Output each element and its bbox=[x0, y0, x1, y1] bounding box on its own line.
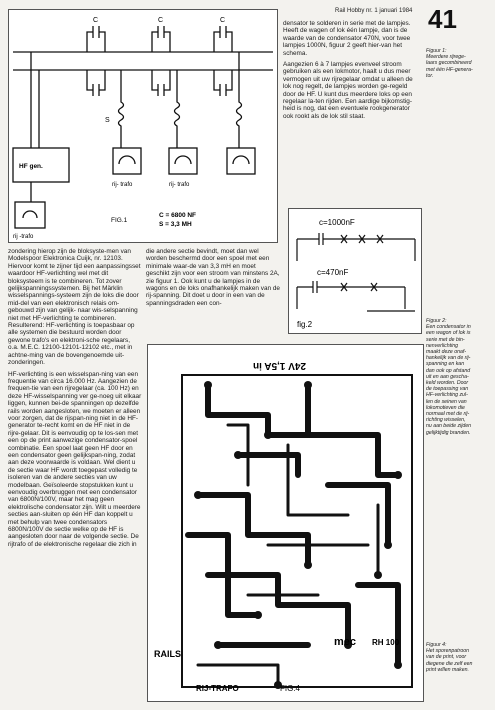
caption-line: diegene die zelf een bbox=[426, 660, 473, 667]
fig1-label-sval: S = 3,3 MH bbox=[159, 221, 192, 228]
figure-2-diagram: c=1000nF c=470nF fig.2 bbox=[288, 208, 422, 334]
caption-line: Meerdere rijrege- bbox=[426, 54, 466, 61]
figure-2-caption: Figuur 2: Een condensator in een wagon o… bbox=[426, 318, 492, 436]
fig2-label-c-bottom: c=470nF bbox=[317, 268, 348, 277]
caption-line: uit en aan gescha- bbox=[426, 373, 469, 380]
fig4-label-mec: mec bbox=[334, 636, 356, 648]
fig4-title: FIG.4 bbox=[280, 684, 301, 693]
text-column-3: densator te solderen in serie met de lam… bbox=[283, 20, 415, 124]
caption-line: serie met de bin- bbox=[426, 336, 465, 343]
caption-line: Figuur 2: bbox=[426, 318, 447, 324]
caption-line: nu aan beide zijden bbox=[426, 423, 471, 430]
caption-line: HF-verlichting zul- bbox=[426, 392, 468, 399]
caption-line: gelijktijdig branden. bbox=[426, 429, 471, 436]
fig1-label-trafo-3: rij -trafo bbox=[13, 234, 34, 240]
running-header: Rail Hobby nr. 1 januari 1984 bbox=[335, 8, 413, 14]
fig1-label-c1: C bbox=[93, 17, 98, 24]
figure-4-caption: Figuur 4: Het sporenpatroon van de print… bbox=[426, 642, 492, 673]
fig4-label-trafo: RIJ-TRAFO bbox=[196, 684, 239, 693]
caption-line: met één HF-genera- bbox=[426, 66, 473, 73]
fig1-title: FIG.1 bbox=[111, 217, 128, 224]
fig4-label-rating: 24V 1,5A in bbox=[253, 360, 306, 371]
caption-line: maakt deze onaf- bbox=[426, 349, 467, 356]
caption-line: de toepassing van bbox=[426, 386, 469, 393]
fig2-label-c-top: c=1000nF bbox=[319, 218, 355, 227]
caption-line: print willen maken. bbox=[426, 666, 469, 673]
fig1-label-trafo-2: rij- trafo bbox=[169, 182, 190, 188]
col1-paragraph-1: zondering hierop zijn de bloksyste-men v… bbox=[8, 248, 141, 367]
figure-4-pcb: 24V 1,5A in mec RH 100 RAILS RIJ-TRAFO F… bbox=[147, 344, 424, 702]
figure-1-schematic: C C C S HF gen. rij- trafo rij- trafo ri… bbox=[8, 9, 278, 243]
caption-line: normaal met de rij- bbox=[426, 411, 470, 418]
col3-paragraph-1: densator te solderen in serie met de lam… bbox=[283, 20, 411, 57]
caption-line: Een condensator in bbox=[426, 324, 471, 331]
figure-2-drawing: c=1000nF c=470nF fig.2 bbox=[296, 218, 416, 329]
caption-line: Het sporenpatroon bbox=[426, 648, 469, 655]
fig1-label-hf: HF gen. bbox=[19, 163, 43, 170]
text-column-2: die andere sectie bevindt, moet dan wel … bbox=[146, 248, 280, 311]
caption-line: nenverlichting bbox=[426, 342, 459, 349]
caption-line: lokomotieven die bbox=[426, 404, 465, 411]
caption-line: spanning en kan bbox=[426, 361, 465, 368]
fig1-label-c3: C bbox=[220, 17, 225, 24]
figure-1-caption: Figuur 1: Meerdere rijrege- laars gecomb… bbox=[426, 48, 492, 79]
text-column-1: zondering hierop zijn de bloksyste-men v… bbox=[8, 248, 142, 552]
caption-line: keld worden. Door bbox=[426, 380, 469, 387]
caption-line: tor. bbox=[426, 72, 434, 79]
caption-line: laars gecombineerd bbox=[426, 60, 472, 67]
fig1-label-cval: C = 6800 NF bbox=[159, 212, 196, 219]
caption-line: len de seinen van bbox=[426, 398, 467, 405]
caption-line: Figuur 4: bbox=[426, 642, 447, 648]
fig2-title: fig.2 bbox=[297, 320, 313, 329]
fig4-label-code: RH 100 bbox=[372, 638, 400, 647]
caption-line: van de print, voor bbox=[426, 654, 467, 661]
col3-paragraph-2: Aangezien 6 à 7 lampjes evenveel stroom … bbox=[283, 61, 413, 120]
fig1-label-s: S bbox=[105, 117, 110, 124]
fig1-label-c2: C bbox=[158, 17, 163, 24]
col2-paragraph-1: die andere sectie bevindt, moet dan wel … bbox=[146, 248, 280, 307]
figure-1-drawing: C C C S HF gen. rij- trafo rij- trafo ri… bbox=[12, 17, 273, 240]
caption-line: een wagon of lok is bbox=[426, 330, 471, 337]
fig4-label-rails: RAILS bbox=[154, 649, 181, 659]
page-number: 41 bbox=[428, 4, 457, 34]
col1-paragraph-2: HF-verlichting is een wisselspan-ning va… bbox=[8, 370, 142, 548]
caption-line: Figuur 1: bbox=[426, 48, 447, 54]
caption-line: hankelijk van de rij- bbox=[426, 355, 471, 362]
caption-line: dan ook op afstand bbox=[426, 367, 471, 374]
figure-4-drawing: 24V 1,5A in mec RH 100 RAILS RIJ-TRAFO F… bbox=[154, 360, 413, 693]
fig1-label-trafo-1: rij- trafo bbox=[112, 182, 133, 188]
caption-line: richting wisselen, bbox=[426, 417, 466, 424]
